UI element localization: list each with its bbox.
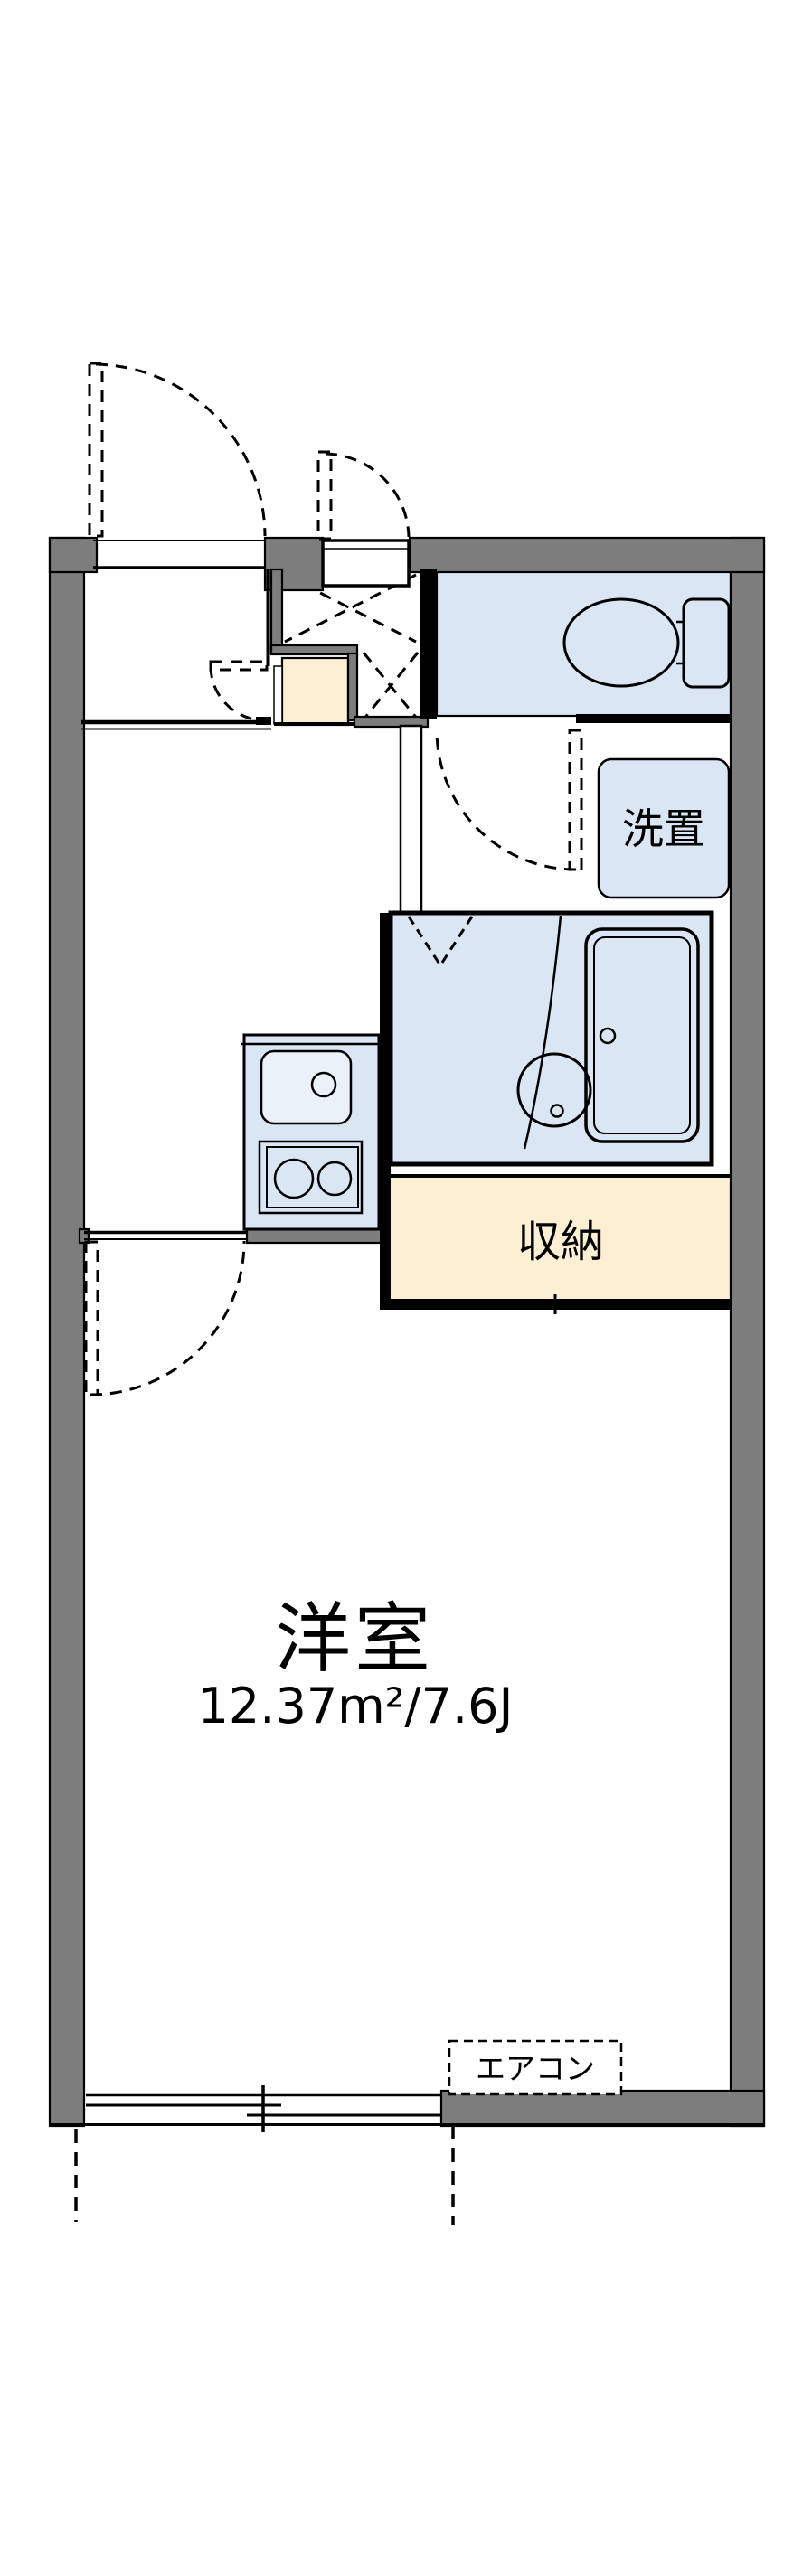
kitchen-sink bbox=[260, 1049, 353, 1125]
toilet-bottom-wall bbox=[576, 714, 731, 723]
genkan-room-door bbox=[209, 660, 271, 725]
bathtub-drain bbox=[599, 1027, 617, 1045]
wall-nub bbox=[78, 1227, 90, 1245]
closet-floor bbox=[391, 1178, 731, 1301]
washer-area: 洗置 bbox=[597, 757, 731, 899]
closet-label: 収納 bbox=[517, 1217, 604, 1267]
entry-door bbox=[316, 450, 411, 588]
kitchen-room-door bbox=[84, 1240, 246, 1396]
main-room-area: 12.37m²/7.6J bbox=[198, 1678, 514, 1735]
genkan-wall-mid bbox=[346, 652, 359, 722]
stove-burner-left bbox=[273, 1158, 315, 1199]
genkan-step bbox=[273, 665, 283, 725]
bathroom-folding-door bbox=[407, 916, 474, 968]
toilet-door-leaf bbox=[568, 729, 583, 871]
main-room-label: 洋室 12.37m²/7.6J bbox=[198, 1594, 514, 1735]
aircon-box bbox=[448, 2039, 623, 2096]
genkan-wall-left bbox=[269, 568, 284, 655]
kitchen-room-door-arc bbox=[90, 1240, 246, 1396]
left-swing-leaf bbox=[88, 362, 104, 538]
wash-basin-drain bbox=[550, 1104, 564, 1118]
left-window-swing bbox=[88, 362, 267, 538]
bathroom-partition-curve bbox=[523, 915, 562, 1150]
entry-door-open-leaf bbox=[316, 450, 333, 541]
toilet-door bbox=[435, 729, 583, 871]
genkan-floor bbox=[280, 656, 350, 727]
bathtub-inner bbox=[593, 936, 691, 1134]
toilet-tank bbox=[682, 597, 731, 689]
left-swing-arc bbox=[95, 362, 267, 537]
bathroom bbox=[388, 910, 714, 1167]
stove-inner bbox=[266, 1146, 359, 1208]
toilet-room bbox=[435, 568, 732, 718]
thin-lines bbox=[50, 540, 764, 2126]
balcony-line-stubs bbox=[74, 2126, 455, 2225]
genkan-room-door-leaf bbox=[209, 660, 269, 672]
bottom-window bbox=[86, 2085, 441, 2132]
kitchen-faucet bbox=[310, 1071, 337, 1098]
toilet bbox=[562, 597, 731, 689]
interior-walls bbox=[78, 568, 731, 1310]
main-room-name: 洋室 bbox=[275, 1594, 434, 1683]
bottom-wall bbox=[439, 2089, 766, 2128]
bathroom-box bbox=[388, 910, 714, 1167]
toilet-left-wall bbox=[420, 569, 437, 719]
aircon: エアコン bbox=[448, 2039, 623, 2096]
toilet-room-floor bbox=[435, 568, 732, 718]
hall-partition-wall bbox=[399, 724, 423, 917]
washer-label: 洗置 bbox=[622, 804, 705, 853]
entry-door-leaf bbox=[321, 539, 411, 588]
genkan-area bbox=[273, 573, 420, 727]
left-wall bbox=[48, 536, 86, 2128]
kitchen-unit bbox=[241, 1033, 381, 1231]
top-left-corner-pier bbox=[48, 536, 99, 574]
right-wall bbox=[729, 536, 766, 2128]
bathtub bbox=[584, 927, 700, 1143]
exterior-walls bbox=[48, 536, 766, 2128]
stove-outer bbox=[258, 1140, 364, 1215]
genkan-room-door-arc bbox=[209, 665, 266, 722]
wash-basin bbox=[516, 1052, 592, 1128]
genkan-room-door-stop bbox=[256, 717, 271, 725]
stove-burner-right bbox=[316, 1161, 353, 1197]
entry-door-swing-arc bbox=[325, 452, 411, 538]
washer-box bbox=[597, 757, 731, 899]
top-right-wall bbox=[408, 536, 766, 574]
bathroom-left-wall bbox=[380, 913, 391, 1309]
genkan-wall-top bbox=[269, 644, 359, 656]
toilet-door-swing-arc bbox=[435, 729, 577, 871]
toilet-bowl bbox=[562, 597, 680, 688]
genkan-wall-bottom bbox=[353, 715, 430, 729]
aircon-label: エアコン bbox=[476, 2051, 595, 2086]
